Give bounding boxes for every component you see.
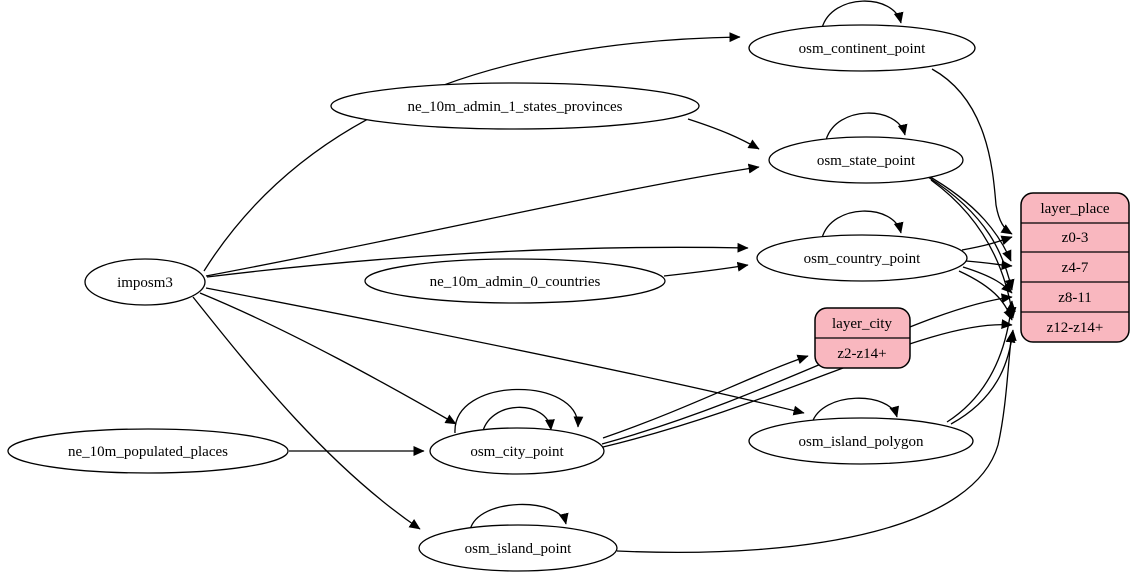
- osm_state_point-label: osm_state_point: [817, 153, 916, 169]
- osm_island_point-ellipse: [418, 524, 618, 572]
- layer_place-row-z12-z14: z12-z14+: [1047, 320, 1104, 336]
- osm_city_point-ellipse: [429, 427, 605, 475]
- edge-osm_island_point-layer_place-z12-z14: [616, 331, 1016, 554]
- edge-osm_city_point-layer_city-z2-z14: [602, 354, 809, 439]
- ne_10m_admin_0_countries-ellipse: [364, 258, 666, 304]
- osm_island_polygon-label: osm_island_polygon: [798, 434, 924, 450]
- node-osm_island_point: osm_island_point: [418, 524, 618, 572]
- edge-imposm3-osm_country_point: [206, 242, 749, 278]
- edge-self-osm_state_point: [825, 112, 908, 141]
- edge-osm_continent_point-layer_place-z0-3: [931, 68, 1013, 235]
- edge-imposm3-osm_continent_point: [203, 32, 741, 272]
- layer_place-row-z8-11: z8-11: [1058, 290, 1092, 306]
- node-osm_city_point: osm_city_point: [429, 427, 605, 475]
- ne_10m_admin_1_states_provinces-label: ne_10m_admin_1_states_provinces: [408, 99, 623, 115]
- edge-osm_state_point-layer_place-z4-7: [924, 173, 1012, 262]
- edge-imposm3-osm_state_point: [205, 163, 760, 277]
- edge-osm_country_point-layer_place-z0-3: [961, 235, 1013, 251]
- layer_place-row-z4-7: z4-7: [1062, 260, 1089, 276]
- osm_island_point-label: osm_island_point: [465, 541, 573, 557]
- node-ne_10m_admin_0_countries: ne_10m_admin_0_countries: [364, 258, 666, 304]
- imposm3-ellipse: [84, 258, 206, 306]
- osm_state_point-ellipse: [768, 136, 964, 184]
- edge-ne_10m_admin_0_countries-osm_country_point: [663, 261, 749, 277]
- edge-osm_country_point-layer_place-z8-11: [962, 266, 1013, 294]
- edge-osm_state_point-layer_place-z8-11: [927, 176, 1015, 291]
- layer_place-box: [1020, 192, 1130, 343]
- ne_10m_populated_places-ellipse: [7, 428, 289, 474]
- node-ne_10m_populated_places: ne_10m_populated_places: [7, 428, 289, 474]
- edge-self-inner-osm_city_point: [481, 406, 555, 436]
- osm_continent_point-ellipse: [748, 24, 976, 72]
- osm_country_point-label: osm_country_point: [804, 251, 921, 267]
- record-layer_place: layer_place z0-3 z4-7 z8-11 z12-z14+: [1020, 192, 1130, 343]
- ne_10m_admin_0_countries-label: ne_10m_admin_0_countries: [430, 274, 601, 290]
- edge-osm_island_polygon-layer_place-z8-11: [946, 300, 1016, 423]
- osm_country_point-ellipse: [756, 234, 968, 282]
- edge-osm_country_point-layer_place-z4-7: [965, 260, 1013, 271]
- osm_city_point-label: osm_city_point: [470, 444, 564, 460]
- edge-imposm3-osm_city_point: [199, 292, 457, 425]
- node-osm_state_point: osm_state_point: [768, 136, 964, 184]
- layer_city-title: layer_city: [832, 316, 892, 332]
- node-osm_island_polygon: osm_island_polygon: [748, 417, 974, 465]
- ne_10m_admin_1_states_provinces-ellipse: [330, 82, 700, 130]
- edge-self-osm_island_point: [469, 503, 569, 531]
- osm_island_polygon-ellipse: [748, 417, 974, 465]
- layer_place-row-z0-3: z0-3: [1062, 230, 1089, 246]
- node-ne_10m_admin_1_states_provinces: ne_10m_admin_1_states_provinces: [330, 82, 700, 130]
- edge-self-outer-osm_city_point: [454, 388, 584, 434]
- record-layer_city: layer_city z2-z14+: [814, 307, 911, 369]
- edge-self-osm_island_polygon: [811, 397, 900, 424]
- layer_place-title: layer_place: [1040, 201, 1109, 217]
- ne_10m_populated_places-label: ne_10m_populated_places: [68, 444, 228, 460]
- edges: [192, 0, 1017, 554]
- node-osm_country_point: osm_country_point: [756, 234, 968, 282]
- node-imposm3: imposm3: [84, 258, 206, 306]
- edge-ne_10m_admin_1_states_provinces-osm_state_point: [687, 118, 760, 150]
- edge-imposm3-osm_island_point: [192, 296, 421, 530]
- osm_continent_point-label: osm_continent_point: [799, 41, 926, 57]
- node-osm_continent_point: osm_continent_point: [748, 24, 976, 72]
- imposm3-label: imposm3: [117, 275, 173, 291]
- edge-self-osm_continent_point: [821, 0, 904, 29]
- edge-self-osm_country_point: [821, 210, 904, 239]
- layer_city-row-z2-z14: z2-z14+: [837, 346, 886, 362]
